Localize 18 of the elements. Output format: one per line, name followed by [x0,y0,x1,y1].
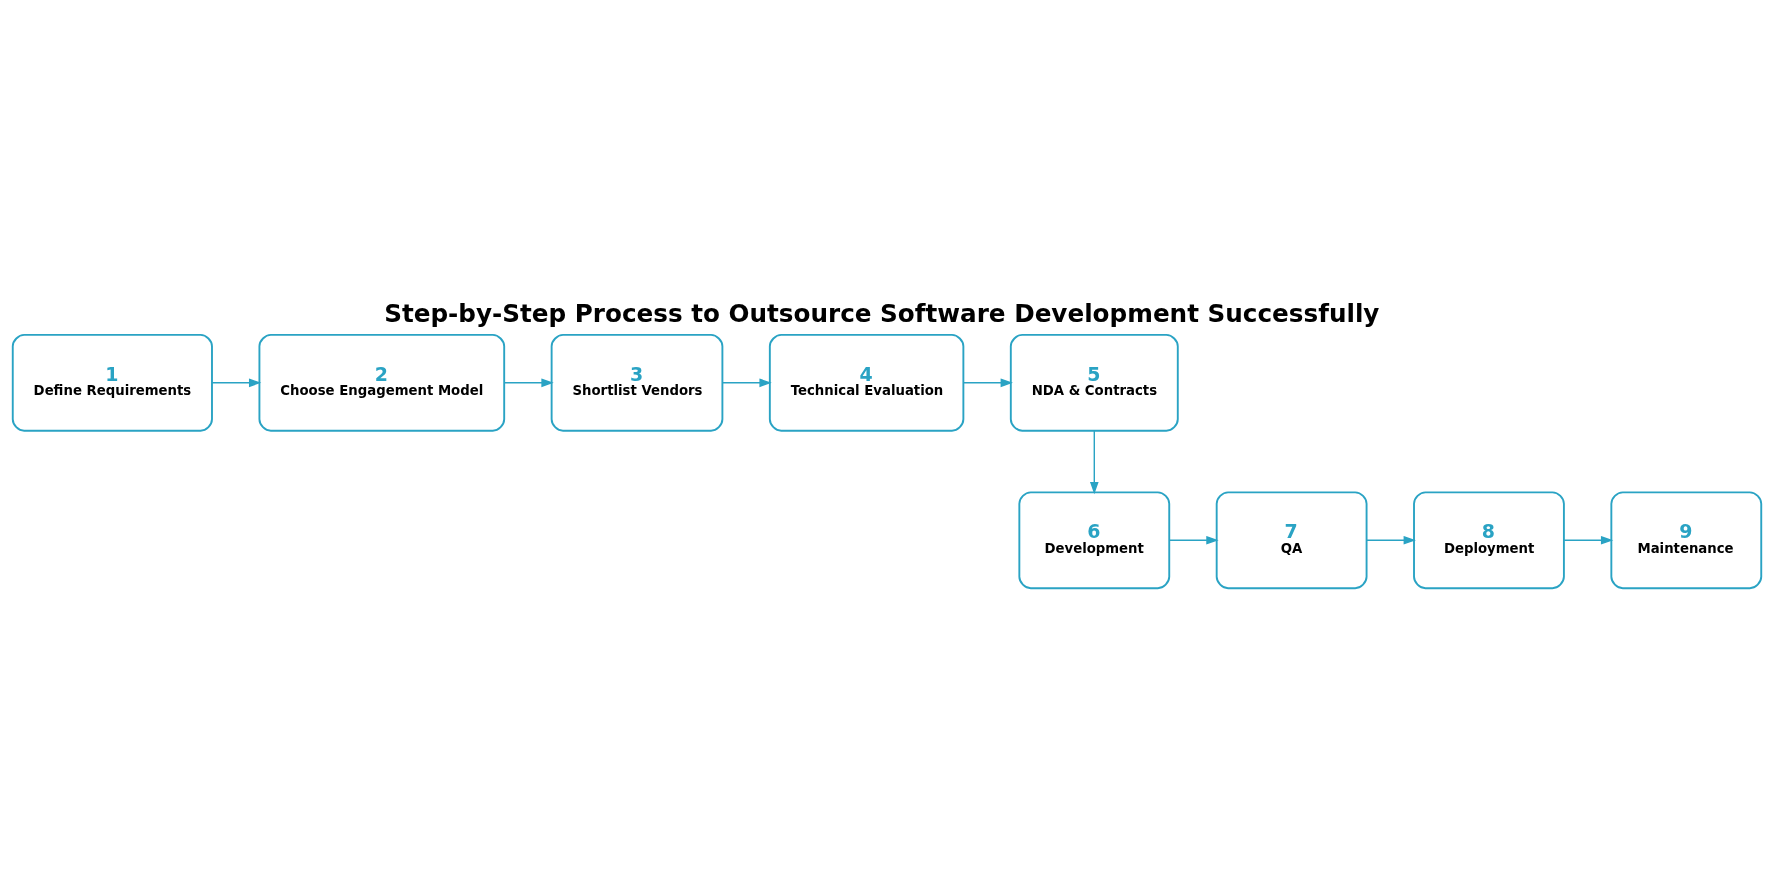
node-box: 8 Deployment [1413,490,1565,589]
node-box: 5 NDA & Contracts [1009,333,1179,432]
arrow [1089,429,1099,494]
arrow [1366,535,1416,545]
node-box: 1 Define Requirements [11,333,213,432]
diagram-title: Step-by-Step Process to Outsource Software Development Successfully [384,298,1380,328]
node-box: 7 QA [1215,490,1368,589]
arrow [962,378,1013,387]
arrow [211,378,262,387]
arrow [503,378,554,387]
node-box: 6 Development [1018,490,1171,589]
arrow [1563,535,1614,545]
node-box: 4 Technical Evaluation [768,333,965,432]
node-box: 3 Shortlist Vendors [550,333,724,432]
node-box: 2 Choose Engagement Model [258,333,506,432]
arrow [1168,535,1219,545]
node-box: 9 Maintenance [1610,490,1763,589]
arrow [721,378,772,387]
